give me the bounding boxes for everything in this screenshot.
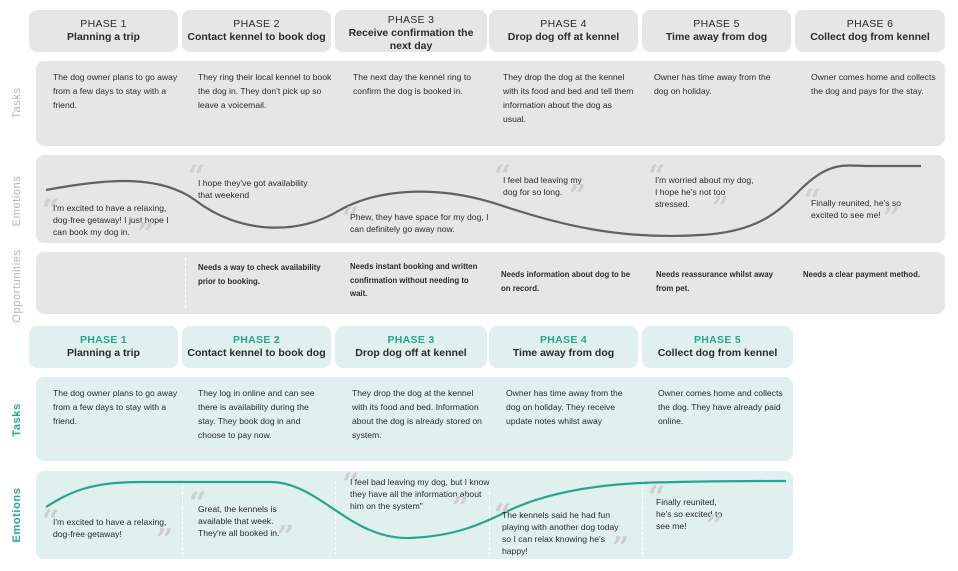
phase-card-3: PHASE 3 Receive confirmation the next da… bbox=[335, 10, 487, 52]
future-tasks-row-panel bbox=[36, 377, 793, 461]
open-quote-icon: “ bbox=[648, 480, 666, 515]
phase-title: Contact kennel to book dog bbox=[187, 31, 326, 43]
open-quote-icon: “ bbox=[494, 498, 512, 533]
phase-number: PHASE 5 bbox=[693, 18, 740, 30]
task-cell-3: The next day the kennel ring to confirm … bbox=[353, 72, 472, 96]
phase-card-5: PHASE 5 Time away from dog bbox=[642, 10, 791, 52]
opportunity-cell-6: Needs a clear payment method. bbox=[803, 270, 920, 279]
phase-number: PHASE 2 bbox=[233, 18, 280, 30]
future-phase-card-1: PHASE 1 Planning a trip bbox=[29, 326, 178, 368]
phase-number: PHASE 3 bbox=[387, 334, 435, 346]
future-task-cell-2: They log in online and can see there is … bbox=[198, 388, 315, 440]
emotions-row-panel bbox=[36, 155, 945, 243]
close-quote-icon: ” bbox=[156, 523, 174, 558]
future-phase-card-2: PHASE 2 Contact kennel to book dog bbox=[182, 326, 331, 368]
close-quote-icon: ” bbox=[612, 531, 630, 566]
divider bbox=[489, 481, 490, 555]
phase-title: Receive confirmation the next day bbox=[348, 27, 474, 52]
emotion-quote-6: Finally reunited, he's so excited to see… bbox=[811, 198, 902, 220]
phase-title: Time away from dog bbox=[665, 31, 768, 43]
future-phase-card-3: PHASE 3 Drop dog off at kennel bbox=[335, 326, 487, 368]
open-quote-icon: “ bbox=[648, 159, 666, 194]
phase-title: Drop dog off at kennel bbox=[507, 31, 620, 43]
future-emotions-row-panel bbox=[36, 471, 793, 559]
close-quote-icon: ” bbox=[569, 179, 587, 214]
open-quote-icon: “ bbox=[189, 486, 207, 521]
phase-title: Contact kennel to book dog bbox=[187, 347, 326, 359]
phase-title: Planning a trip bbox=[67, 347, 140, 359]
opportunity-cell-3: Needs instant booking and written confir… bbox=[350, 262, 478, 298]
task-cell-1: The dog owner plans to go away from a fe… bbox=[53, 72, 178, 110]
divider bbox=[335, 481, 336, 555]
phase-number: PHASE 1 bbox=[80, 18, 127, 30]
phase-card-6: PHASE 6 Collect dog from kennel bbox=[795, 10, 945, 52]
future-phase-card-4: PHASE 4 Time away from dog bbox=[489, 326, 638, 368]
task-cell-6: Owner comes home and collects the dog an… bbox=[811, 72, 936, 96]
phase-card-4: PHASE 4 Drop dog off at kennel bbox=[489, 10, 638, 52]
future-emotion-quote-3: I feel bad leaving my dog, but I know th… bbox=[350, 477, 490, 511]
open-quote-icon: “ bbox=[804, 183, 822, 218]
opportunity-cell-5: Needs reassurance whilst away from pet. bbox=[656, 270, 774, 293]
emotion-quote-5: I'm worried about my dog, I hope he's no… bbox=[655, 175, 754, 209]
open-quote-icon: “ bbox=[42, 193, 60, 228]
close-quote-icon: ” bbox=[137, 217, 155, 252]
phase-card-2: PHASE 2 Contact kennel to book dog bbox=[182, 10, 331, 52]
open-quote-icon: “ bbox=[188, 159, 206, 194]
task-cell-2: They ring their local kennel to book the… bbox=[198, 72, 332, 110]
phase-title: Collect dog from kennel bbox=[810, 31, 930, 43]
future-task-cell-5: Owner comes home and collects the dog. T… bbox=[658, 388, 783, 426]
phase-card-1: PHASE 1 Planning a trip bbox=[29, 10, 178, 52]
phase-title: Planning a trip bbox=[67, 31, 140, 43]
phase-title: Time away from dog bbox=[512, 347, 615, 359]
opportunity-cell-2: Needs a way to check availability prior … bbox=[198, 263, 321, 286]
open-quote-icon: “ bbox=[42, 504, 60, 539]
phase-number: PHASE 4 bbox=[539, 334, 588, 346]
divider bbox=[182, 481, 183, 555]
emotion-quote-4: I feel bad leaving my dog for so long. bbox=[503, 175, 582, 197]
phase-number: PHASE 6 bbox=[846, 18, 894, 30]
tasks-row-panel bbox=[36, 61, 945, 146]
emotion-quote-2: I hope they've got availability that wee… bbox=[198, 178, 308, 200]
future-emotion-quote-5: Finally reunited, he's so excited to see… bbox=[656, 497, 723, 531]
close-quote-icon: ” bbox=[277, 520, 295, 555]
phase-number: PHASE 2 bbox=[232, 334, 281, 346]
future-emotion-quote-4: The kennels said he had fun playing with… bbox=[502, 510, 619, 556]
divider bbox=[642, 481, 643, 555]
open-quote-icon: “ bbox=[494, 159, 512, 194]
future-task-cell-1: The dog owner plans to go away from a fe… bbox=[53, 388, 178, 426]
future-task-cell-4: Owner has time away from the dog on holi… bbox=[506, 388, 623, 426]
close-quote-icon: ” bbox=[452, 491, 470, 526]
future-emotion-quote-1: I'm excited to have a relaxing, dog-free… bbox=[53, 517, 167, 539]
phase-number: PHASE 4 bbox=[540, 18, 587, 30]
future-phase-card-5: PHASE 5 Collect dog from kennel bbox=[642, 326, 793, 368]
opportunity-cell-4: Needs information about dog to be on rec… bbox=[501, 270, 631, 293]
future-emotion-quote-2: Great, the kennels is available that wee… bbox=[198, 504, 280, 538]
phase-number: PHASE 1 bbox=[79, 334, 128, 346]
open-quote-icon: “ bbox=[342, 467, 360, 502]
task-cell-4: They drop the dog at the kennel with its… bbox=[503, 72, 634, 124]
opportunities-row-panel bbox=[36, 252, 945, 314]
close-quote-icon: ” bbox=[706, 509, 724, 544]
future-task-cell-3: They drop the dog at the kennel with its… bbox=[352, 388, 482, 440]
close-quote-icon: ” bbox=[712, 191, 730, 226]
divider bbox=[185, 258, 186, 308]
emotion-quote-1: I'm excited to have a relaxing, dog-free… bbox=[53, 203, 169, 237]
open-quote-icon: “ bbox=[342, 201, 360, 236]
phase-title: Collect dog from kennel bbox=[657, 347, 778, 359]
phase-number: PHASE 3 bbox=[387, 14, 435, 26]
phase-number: PHASE 5 bbox=[693, 334, 742, 346]
task-cell-5: Owner has time away from the dog on holi… bbox=[654, 72, 771, 96]
phase-title: Drop dog off at kennel bbox=[355, 347, 467, 359]
emotion-quote-3: Phew, they have space for my dog, I can … bbox=[350, 212, 489, 234]
close-quote-icon: ” bbox=[883, 201, 901, 236]
